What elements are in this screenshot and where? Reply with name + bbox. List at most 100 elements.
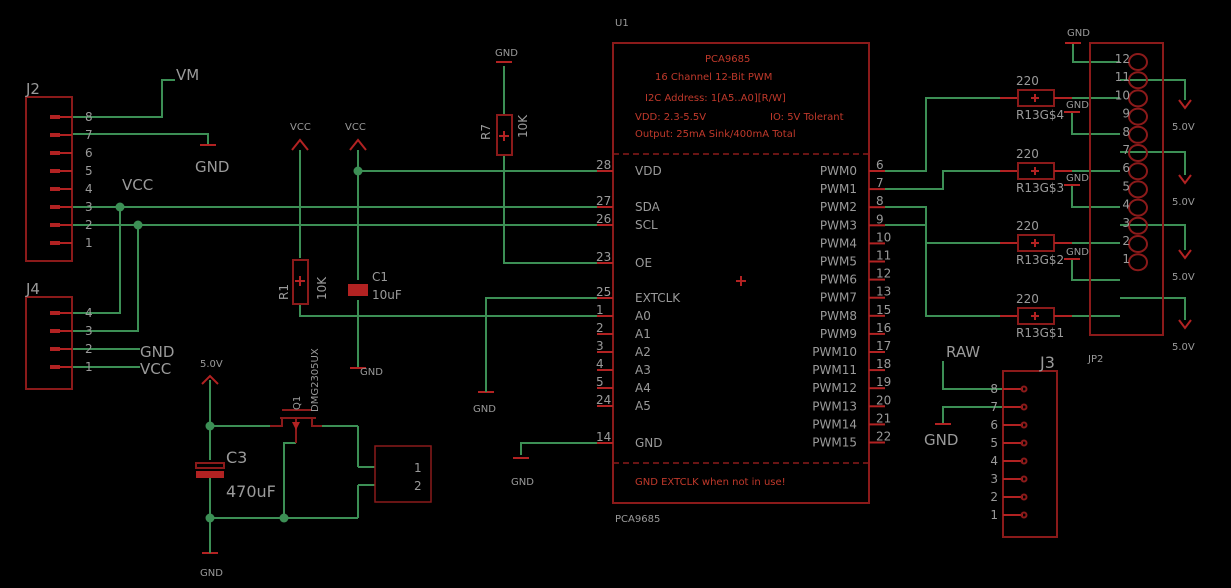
jp2-pin-number: 7: [1122, 143, 1130, 157]
ic-pin-number: 4: [596, 357, 604, 371]
j4-pin-number: 3: [85, 324, 93, 338]
j3-pin-number: 7: [990, 400, 998, 414]
series-resistor-ref: R13G$4: [1016, 108, 1064, 122]
ic-pin-name: PWM4: [820, 236, 857, 250]
svg-text:2: 2: [414, 479, 422, 493]
supply-5v-arrow: [1178, 174, 1192, 185]
ic-pin-name: PWM11: [812, 363, 857, 377]
j2-pin-number: 8: [85, 110, 93, 124]
svg-text:C3: C3: [226, 448, 247, 467]
series-resistor-ref: R13G$3: [1016, 181, 1064, 195]
svg-text:R7: R7: [479, 124, 493, 140]
ic-pin-name: PWM1: [820, 182, 857, 196]
svg-text:10K: 10K: [516, 114, 530, 138]
ic-desc4: IO: 5V Tolerant: [770, 112, 844, 123]
svg-text:10K: 10K: [315, 276, 329, 300]
supply-5v-arrow: [1178, 249, 1192, 260]
gnd-symbol-pin14: GND: [511, 457, 534, 488]
series-resistor-ref: R13G$1: [1016, 326, 1064, 340]
net-wires: [72, 43, 1186, 545]
ic-pin-number: 23: [596, 250, 611, 264]
gnd-label-j2: GND: [195, 158, 229, 176]
ic-pin-number: 20: [876, 393, 891, 407]
jp2-pin-circle: [1128, 162, 1148, 181]
ic-pin-number: 21: [876, 411, 891, 425]
j4-pin-marker: [50, 311, 60, 315]
resistor-r7: GND R7 10K: [479, 48, 530, 156]
jp2-pin-circle: [1128, 180, 1148, 199]
j2-pin-marker: [50, 151, 60, 155]
ic-pin-number: 11: [876, 249, 891, 263]
series-resistor-value: 220: [1016, 74, 1039, 88]
jp2-pin-circle: [1128, 216, 1148, 235]
resistor-r1: R1 10K: [277, 259, 329, 305]
jp2-pin-circle: [1128, 198, 1148, 217]
jp2-5v-symbols: 5.0V5.0V5.0V5.0V: [1172, 99, 1195, 353]
svg-text:GND: GND: [473, 404, 496, 415]
svg-text:GND: GND: [200, 568, 223, 579]
supply-5v-arrow: [1178, 99, 1192, 110]
j2-pin-marker: [50, 133, 60, 137]
ic-pin-number: 10: [876, 230, 891, 244]
ic-pin-number: 25: [596, 285, 611, 299]
raw-label: RAW: [946, 343, 980, 361]
vcc-symbol-r1: VCC: [290, 122, 311, 151]
ic-pin-number: 6: [876, 158, 884, 172]
j2-pin-marker: [50, 169, 60, 173]
j2-pin-number: 5: [85, 164, 93, 178]
gnd-label-j4: GND: [140, 343, 174, 361]
ic-value: PCA9685: [615, 514, 660, 525]
j4-pin-marker: [50, 365, 60, 369]
jp2-pin-number: 11: [1115, 70, 1130, 84]
svg-text:GND: GND: [511, 477, 534, 488]
ic-pin-name: PWM7: [820, 291, 857, 305]
series-resistor-value: 220: [1016, 292, 1039, 306]
series-resistor-ref: R13G$2: [1016, 253, 1064, 267]
gnd-label: GND: [1066, 173, 1089, 184]
jp2-pin-number: 5: [1122, 179, 1130, 193]
series-resistor-value: 220: [1016, 219, 1039, 233]
ic-pin-name: GND: [635, 436, 663, 450]
j4-pin-number: 4: [85, 306, 93, 320]
j2-pin-number: 7: [85, 128, 93, 142]
ic-note: GND EXTCLK when not in use!: [635, 477, 786, 488]
j4-ref: J4: [25, 280, 40, 298]
ic-pin-number: 28: [596, 158, 611, 172]
supply-5v-label: 5.0V: [1172, 272, 1195, 283]
vm-label: VM: [176, 66, 199, 84]
gnd-symbol-extclk: GND: [473, 380, 496, 415]
jp2-pin-circle: [1128, 71, 1148, 90]
j4-body: [25, 296, 73, 390]
j2-pin-number: 2: [85, 218, 93, 232]
ic-title: PCA9685: [705, 54, 750, 65]
ic-pin-name: PWM5: [820, 255, 857, 269]
j2-pin-number: 3: [85, 200, 93, 214]
ic-pin-number: 5: [596, 375, 604, 389]
j2-body: [25, 96, 73, 262]
ic-pin-number: 17: [876, 339, 891, 353]
supply-5v-label: 5.0V: [1172, 197, 1195, 208]
ic-pin-name: SCL: [635, 218, 658, 232]
jp2-pin-number: 8: [1122, 125, 1130, 139]
ic-desc5: Output: 25mA Sink/400mA Total: [635, 129, 796, 140]
svg-text:VCC: VCC: [345, 122, 366, 133]
svg-text:GND: GND: [495, 48, 518, 59]
gnd-label-j3: GND: [924, 431, 958, 449]
j3-pin-number: 6: [990, 418, 998, 432]
svg-text:Q1: Q1: [292, 396, 303, 410]
j3-pin-number: 5: [990, 436, 998, 450]
svg-text:5.0V: 5.0V: [200, 359, 223, 370]
jp2-pin-circle: [1128, 235, 1148, 253]
ic-pin-number: 19: [876, 375, 891, 389]
j4-pin-number: 1: [85, 360, 93, 374]
supply-5v-arrow: [1178, 319, 1192, 330]
ic-pin-name: SDA: [635, 200, 661, 214]
